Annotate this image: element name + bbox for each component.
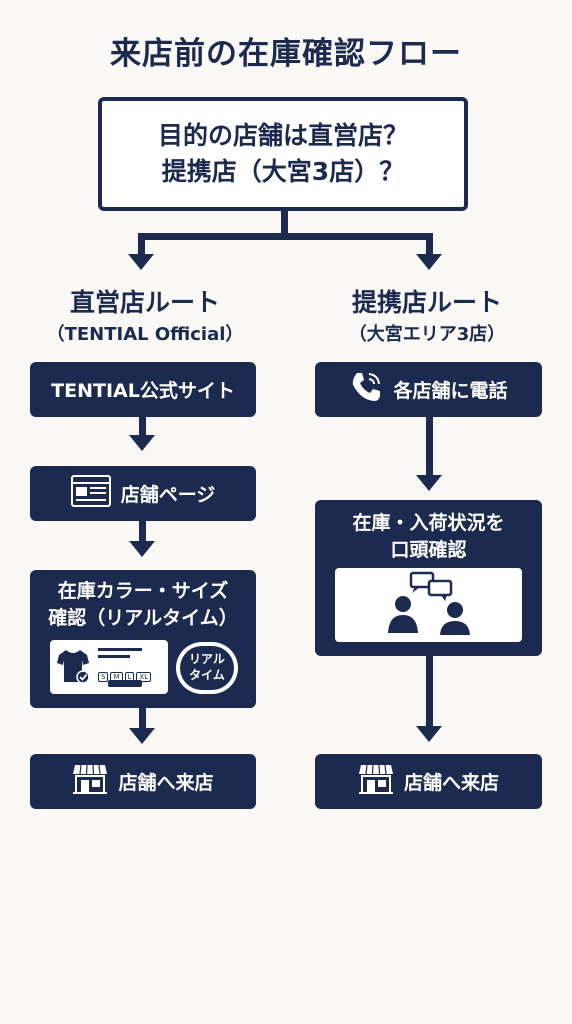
- size-option-xl: XL: [136, 672, 152, 682]
- browser-page-icon: [70, 475, 111, 512]
- store-page-step: 店舗ページ: [30, 466, 256, 521]
- connector-bar: [138, 233, 433, 240]
- right-visit-store-label: 店舗へ来店: [403, 772, 499, 794]
- left-arrow-1-line: [139, 417, 146, 437]
- inventory-check-line-1: 在庫カラー・サイズ: [57, 580, 229, 602]
- storefront-icon: [358, 763, 394, 800]
- verbal-check-line-1: 在庫・入荷状況を: [352, 512, 505, 534]
- partner-store-route-title: 提携店ルート: [351, 288, 502, 317]
- cart-bar: [108, 680, 142, 687]
- call-each-store-step: 各店舗に電話: [315, 362, 542, 417]
- verbal-check-line-2: 口頭確認: [390, 538, 467, 561]
- official-site-step: TENTIAL公式サイト: [30, 362, 256, 417]
- product-text-lines: [98, 648, 142, 663]
- realtime-badge-line-2: タイム: [189, 668, 225, 682]
- realtime-badge-line-1: リアル: [189, 652, 225, 667]
- official-site-label: TENTIAL公式サイト: [51, 380, 235, 402]
- connector-left-drop: [138, 233, 145, 255]
- arrow-to-left-route: [128, 254, 154, 270]
- left-arrow-2-head: [129, 541, 155, 557]
- storefront-icon: [72, 763, 108, 800]
- conversation-panel: [335, 568, 522, 642]
- inventory-check-line-2: 確認（リアルタイム）: [48, 606, 238, 629]
- verbal-check-card: 在庫・入荷状況を 口頭確認: [315, 500, 542, 656]
- verbal-check-title: 在庫・入荷状況を 口頭確認: [315, 510, 542, 563]
- left-arrow-3-line: [139, 708, 146, 730]
- question-line-2: 提携店（大宮3店）？: [161, 157, 405, 186]
- partner-store-route-subtitle: （大宮エリア3店）: [348, 324, 506, 345]
- right-arrow-1-head: [416, 475, 442, 491]
- left-visit-store-step: 店舗へ来店: [30, 754, 256, 809]
- realtime-badge: リアル タイム: [176, 642, 238, 694]
- left-arrow-3-head: [129, 728, 155, 744]
- size-option-s: S: [98, 672, 109, 682]
- left-arrow-1-head: [129, 435, 155, 451]
- inventory-check-title: 在庫カラー・サイズ 確認（リアルタイム）: [30, 578, 256, 631]
- call-each-store-label: 各店舗に電話: [393, 380, 508, 402]
- phone-icon: [349, 370, 383, 409]
- right-visit-store-step: 店舗へ来店: [315, 754, 542, 809]
- decision-box: 目的の店舗は直営店？ 提携店（大宮3店）？: [98, 97, 468, 211]
- page-title: 来店前の在庫確認フロー: [110, 36, 462, 72]
- tshirt-icon: [56, 648, 90, 688]
- store-page-label: 店舗ページ: [120, 484, 216, 506]
- direct-store-route-subtitle: （TENTIAL Official）: [46, 324, 244, 345]
- left-visit-store-label: 店舗へ来店: [118, 772, 214, 794]
- right-arrow-1-line: [426, 417, 433, 477]
- right-arrow-2-head: [416, 726, 442, 742]
- left-arrow-2-line: [139, 521, 146, 543]
- conversation-icon: [381, 571, 477, 639]
- connector-trunk: [281, 211, 288, 237]
- right-arrow-2-line: [426, 656, 433, 728]
- direct-store-route-title: 直営店ルート: [69, 288, 220, 317]
- question-line-1: 目的の店舗は直営店？: [157, 120, 408, 150]
- arrow-to-right-route: [416, 254, 442, 270]
- connector-right-drop: [426, 233, 433, 255]
